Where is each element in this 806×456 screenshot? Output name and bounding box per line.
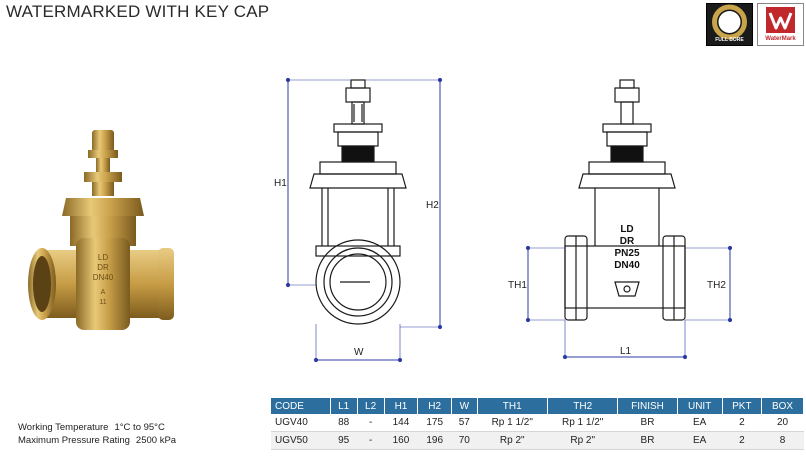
col-h1: H1 [384, 398, 419, 414]
watermark-logo: WaterMark [757, 3, 804, 46]
col-th1: TH1 [477, 398, 548, 414]
cell-l2: - [357, 414, 385, 432]
cell-box: 8 [761, 431, 804, 450]
full-bore-caption: FULL BORE [715, 37, 744, 43]
cell-h1: 160 [384, 431, 418, 450]
cell-th1: Rp 1 1/2" [477, 414, 548, 432]
cell-pkt: 2 [722, 414, 762, 432]
cell-l1: 88 [330, 414, 358, 432]
max-pressure-line: Maximum Pressure Rating 2500 kPa [18, 434, 176, 447]
max-pressure-label: Maximum Pressure Rating [18, 435, 130, 446]
cell-h2: 196 [417, 431, 452, 450]
col-box: BOX [761, 398, 804, 414]
working-temp-label: Working Temperature [18, 422, 109, 433]
cell-w: 57 [451, 414, 478, 432]
col-unit: UNIT [677, 398, 723, 414]
table-row: UGV50 95 - 160 196 70 Rp 2" Rp 2" BR EA … [271, 431, 804, 450]
cell-l2: - [357, 431, 385, 450]
table-row: UGV40 88 - 144 175 57 Rp 1 1/2" Rp 1 1/2… [271, 414, 804, 432]
working-temp-value: 1°C to 95°C [114, 422, 165, 433]
technical-drawing: H1 H2 W LD DR PN25 DN40 [270, 70, 750, 370]
photo-marking-1: LD [98, 253, 108, 262]
photo-marking-2: DR [97, 263, 109, 272]
cell-h2: 175 [417, 414, 452, 432]
cell-l1: 95 [330, 431, 358, 450]
cell-finish: BR [617, 414, 678, 432]
product-photo: LD DR DN40 A 11 [18, 120, 188, 340]
photo-marking-5: 11 [99, 299, 106, 306]
col-l1: L1 [330, 398, 358, 414]
full-bore-ring-icon [712, 4, 747, 40]
cell-pkt: 2 [722, 431, 762, 450]
watermark-caption: WaterMark [765, 36, 796, 42]
dim-h2-label: H2 [426, 200, 439, 211]
side-marking-2: DR [620, 236, 635, 247]
front-view [309, 79, 407, 325]
photo-marking-4: A [101, 289, 106, 296]
col-th2: TH2 [547, 398, 619, 414]
col-code: CODE [271, 398, 331, 414]
col-pkt: PKT [722, 398, 763, 414]
page-title: WATERMARKED WITH KEY CAP [6, 2, 270, 21]
full-bore-logo: FULL BORE [706, 3, 753, 46]
specifications: Working Temperature 1°C to 95°C Maximum P… [18, 421, 176, 447]
col-w: W [451, 398, 478, 414]
dim-l1-label: L1 [620, 346, 632, 357]
cell-w: 70 [451, 431, 478, 450]
working-temp-line: Working Temperature 1°C to 95°C [18, 421, 176, 434]
col-l2: L2 [357, 398, 385, 414]
dim-w-label: W [354, 347, 364, 358]
watermark-check-icon [766, 7, 795, 33]
col-finish: FINISH [617, 398, 678, 414]
side-marking-4: DN40 [614, 260, 640, 271]
max-pressure-value: 2500 kPa [135, 435, 177, 446]
photo-marking-3: DN40 [93, 273, 114, 282]
cell-finish: BR [617, 431, 678, 450]
side-view [564, 79, 686, 321]
product-table: CODE L1 L2 H1 H2 W TH1 TH2 FINISH UNIT P… [271, 398, 804, 450]
dim-th2-label: TH2 [707, 280, 726, 291]
cell-unit: EA [677, 414, 723, 432]
cell-th2: Rp 1 1/2" [547, 414, 618, 432]
col-h2: H2 [417, 398, 453, 414]
dim-h1-label: H1 [274, 178, 287, 189]
side-marking-3: PN25 [614, 248, 639, 259]
dim-th1-label: TH1 [508, 280, 527, 291]
table-header-row: CODE L1 L2 H1 H2 W TH1 TH2 FINISH UNIT P… [271, 398, 804, 414]
side-marking-1: LD [620, 224, 633, 235]
cell-th2: Rp 2" [547, 431, 618, 450]
cell-unit: EA [677, 431, 723, 450]
cell-code: UGV40 [271, 414, 331, 432]
cell-box: 20 [761, 414, 804, 432]
cell-code: UGV50 [271, 431, 331, 450]
cell-th1: Rp 2" [477, 431, 548, 450]
cell-h1: 144 [384, 414, 418, 432]
